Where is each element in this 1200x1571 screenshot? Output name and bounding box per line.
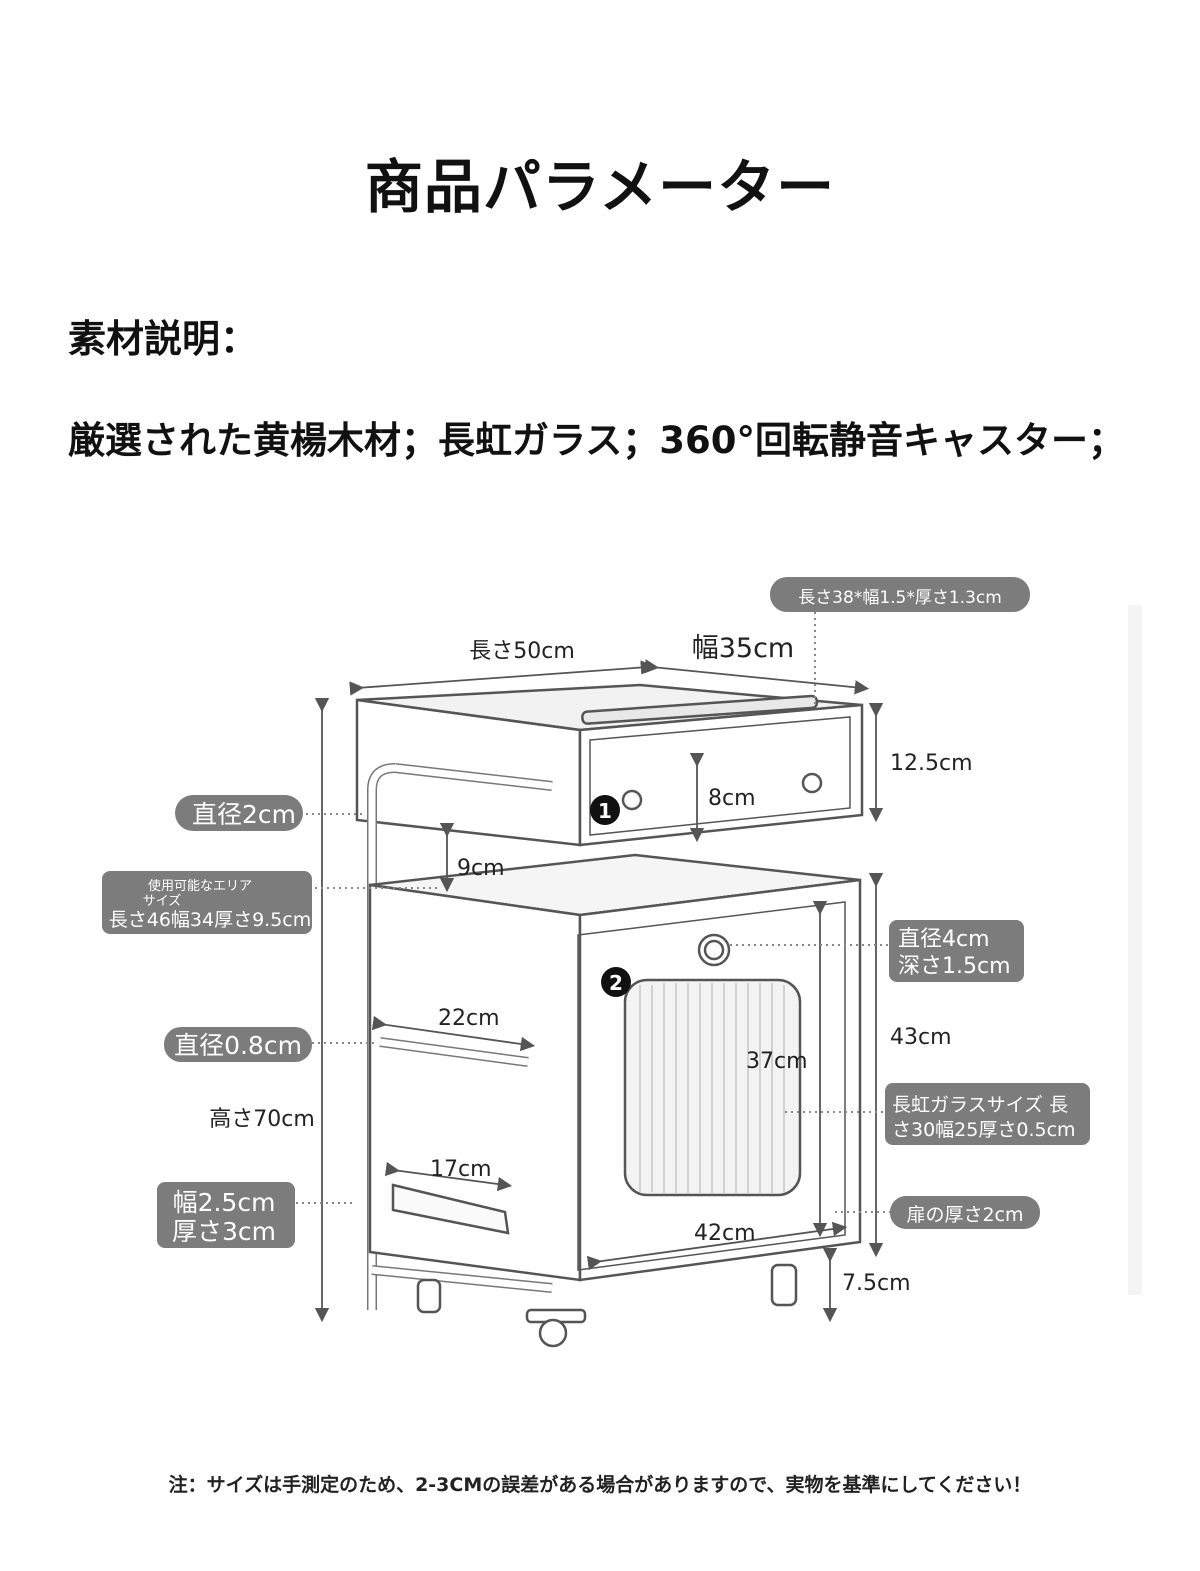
pipe-callout	[175, 795, 303, 831]
area-callout-sub: サイズ	[143, 893, 182, 909]
area-callout	[102, 871, 312, 934]
cabinet-height-label: 43cm	[890, 1025, 952, 1050]
page-title: 商品パラメーター	[364, 153, 836, 221]
glass-callout-line1: 長虹ガラスサイズ 長	[892, 1094, 1068, 1116]
cabinet-drawing	[355, 683, 864, 1348]
door-thickness-callout-text: 扉の厚さ2cm	[906, 1204, 1023, 1226]
width-label: 幅35cm	[692, 633, 795, 664]
towel-bar-label: 22cm	[438, 1006, 500, 1031]
bracket-callout-width: 幅2.5cm	[173, 1188, 276, 1217]
footer-note: 注：サイズは手測定のため、2-3CMの誤差がある場合がありますので、実物を基準に…	[168, 1474, 1032, 1496]
handle-callout-text: 長さ38*幅1.5*厚さ1.3cm	[798, 588, 1002, 608]
door-height-label: 37cm	[746, 1049, 808, 1074]
area-callout-title: 使用可能なエリア	[148, 878, 252, 894]
dimension-diagram: 1 2 長さ50cm 幅35cm 高さ70cm 12.5cm 8cm 9cm 2…	[102, 577, 1142, 1348]
bracket-callout	[157, 1182, 295, 1248]
area-callout-size: 長さ46幅34厚さ9.5cm	[109, 909, 312, 931]
marker-2-icon	[601, 967, 631, 997]
caster-height-label: 7.5cm	[842, 1271, 911, 1296]
height-label: 高さ70cm	[209, 1107, 315, 1132]
marker-1-label: 1	[598, 799, 612, 823]
door-thickness-callout	[890, 1196, 1040, 1229]
rod-callout	[164, 1027, 312, 1062]
length-label: 長さ50cm	[469, 639, 575, 664]
material-description: 厳選された黄楊木材；長虹ガラス；360°回転静音キャスター；	[68, 419, 1125, 462]
marker-1-icon	[590, 795, 620, 825]
pipe-callout-text: 直径2cm	[192, 800, 296, 829]
material-label: 素材説明：	[68, 317, 259, 361]
bottom-bar-label: 17cm	[430, 1157, 492, 1182]
shelf-gap-label: 9cm	[457, 856, 505, 881]
knob-callout-depth: 深さ1.5cm	[898, 954, 1011, 979]
glass-callout	[885, 1083, 1090, 1145]
drawer-inner-label: 8cm	[708, 786, 756, 811]
handle-callout	[770, 577, 1030, 612]
knob-callout-diameter: 直径4cm	[898, 927, 990, 952]
knob-callout	[889, 920, 1024, 982]
marker-2-label: 2	[609, 971, 623, 995]
rod-callout-text: 直径0.8cm	[174, 1031, 302, 1060]
door-width-label: 42cm	[694, 1221, 756, 1246]
drawer-height-label: 12.5cm	[890, 751, 973, 776]
bracket-callout-thickness: 厚さ3cm	[172, 1217, 276, 1246]
glass-callout-line2: さ30幅25厚さ0.5cm	[892, 1119, 1076, 1141]
